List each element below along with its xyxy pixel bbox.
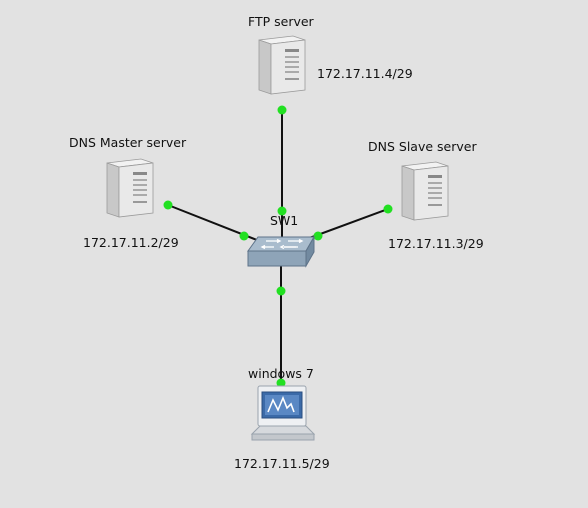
dns-master-label: DNS Master server xyxy=(69,135,187,150)
dns-slave-label: DNS Slave server xyxy=(368,139,477,154)
laptop-icon[interactable] xyxy=(250,384,316,446)
dns-master-ip: 172.17.11.2/29 xyxy=(83,235,179,250)
ftp-server-ip: 172.17.11.4/29 xyxy=(317,66,413,81)
link-status-dot xyxy=(239,231,249,241)
link-status-dot xyxy=(277,105,287,115)
link-status-dot xyxy=(276,286,286,296)
link-status-dot xyxy=(313,231,323,241)
server-tower-icon[interactable] xyxy=(255,34,309,96)
server-tower-icon[interactable] xyxy=(398,160,452,222)
link-status-dot xyxy=(383,204,393,214)
win7-ip: 172.17.11.5/29 xyxy=(234,456,330,471)
switch-icon[interactable] xyxy=(244,233,320,269)
link-status-dot xyxy=(163,200,173,210)
dns-slave-ip: 172.17.11.3/29 xyxy=(388,236,484,251)
server-tower-icon[interactable] xyxy=(103,157,157,219)
switch-label: SW1 xyxy=(270,213,299,228)
ftp-server-label: FTP server xyxy=(248,14,314,29)
win7-label: windows 7 xyxy=(248,366,314,381)
link-status-dot xyxy=(277,206,287,216)
link-status-dot xyxy=(276,378,286,388)
